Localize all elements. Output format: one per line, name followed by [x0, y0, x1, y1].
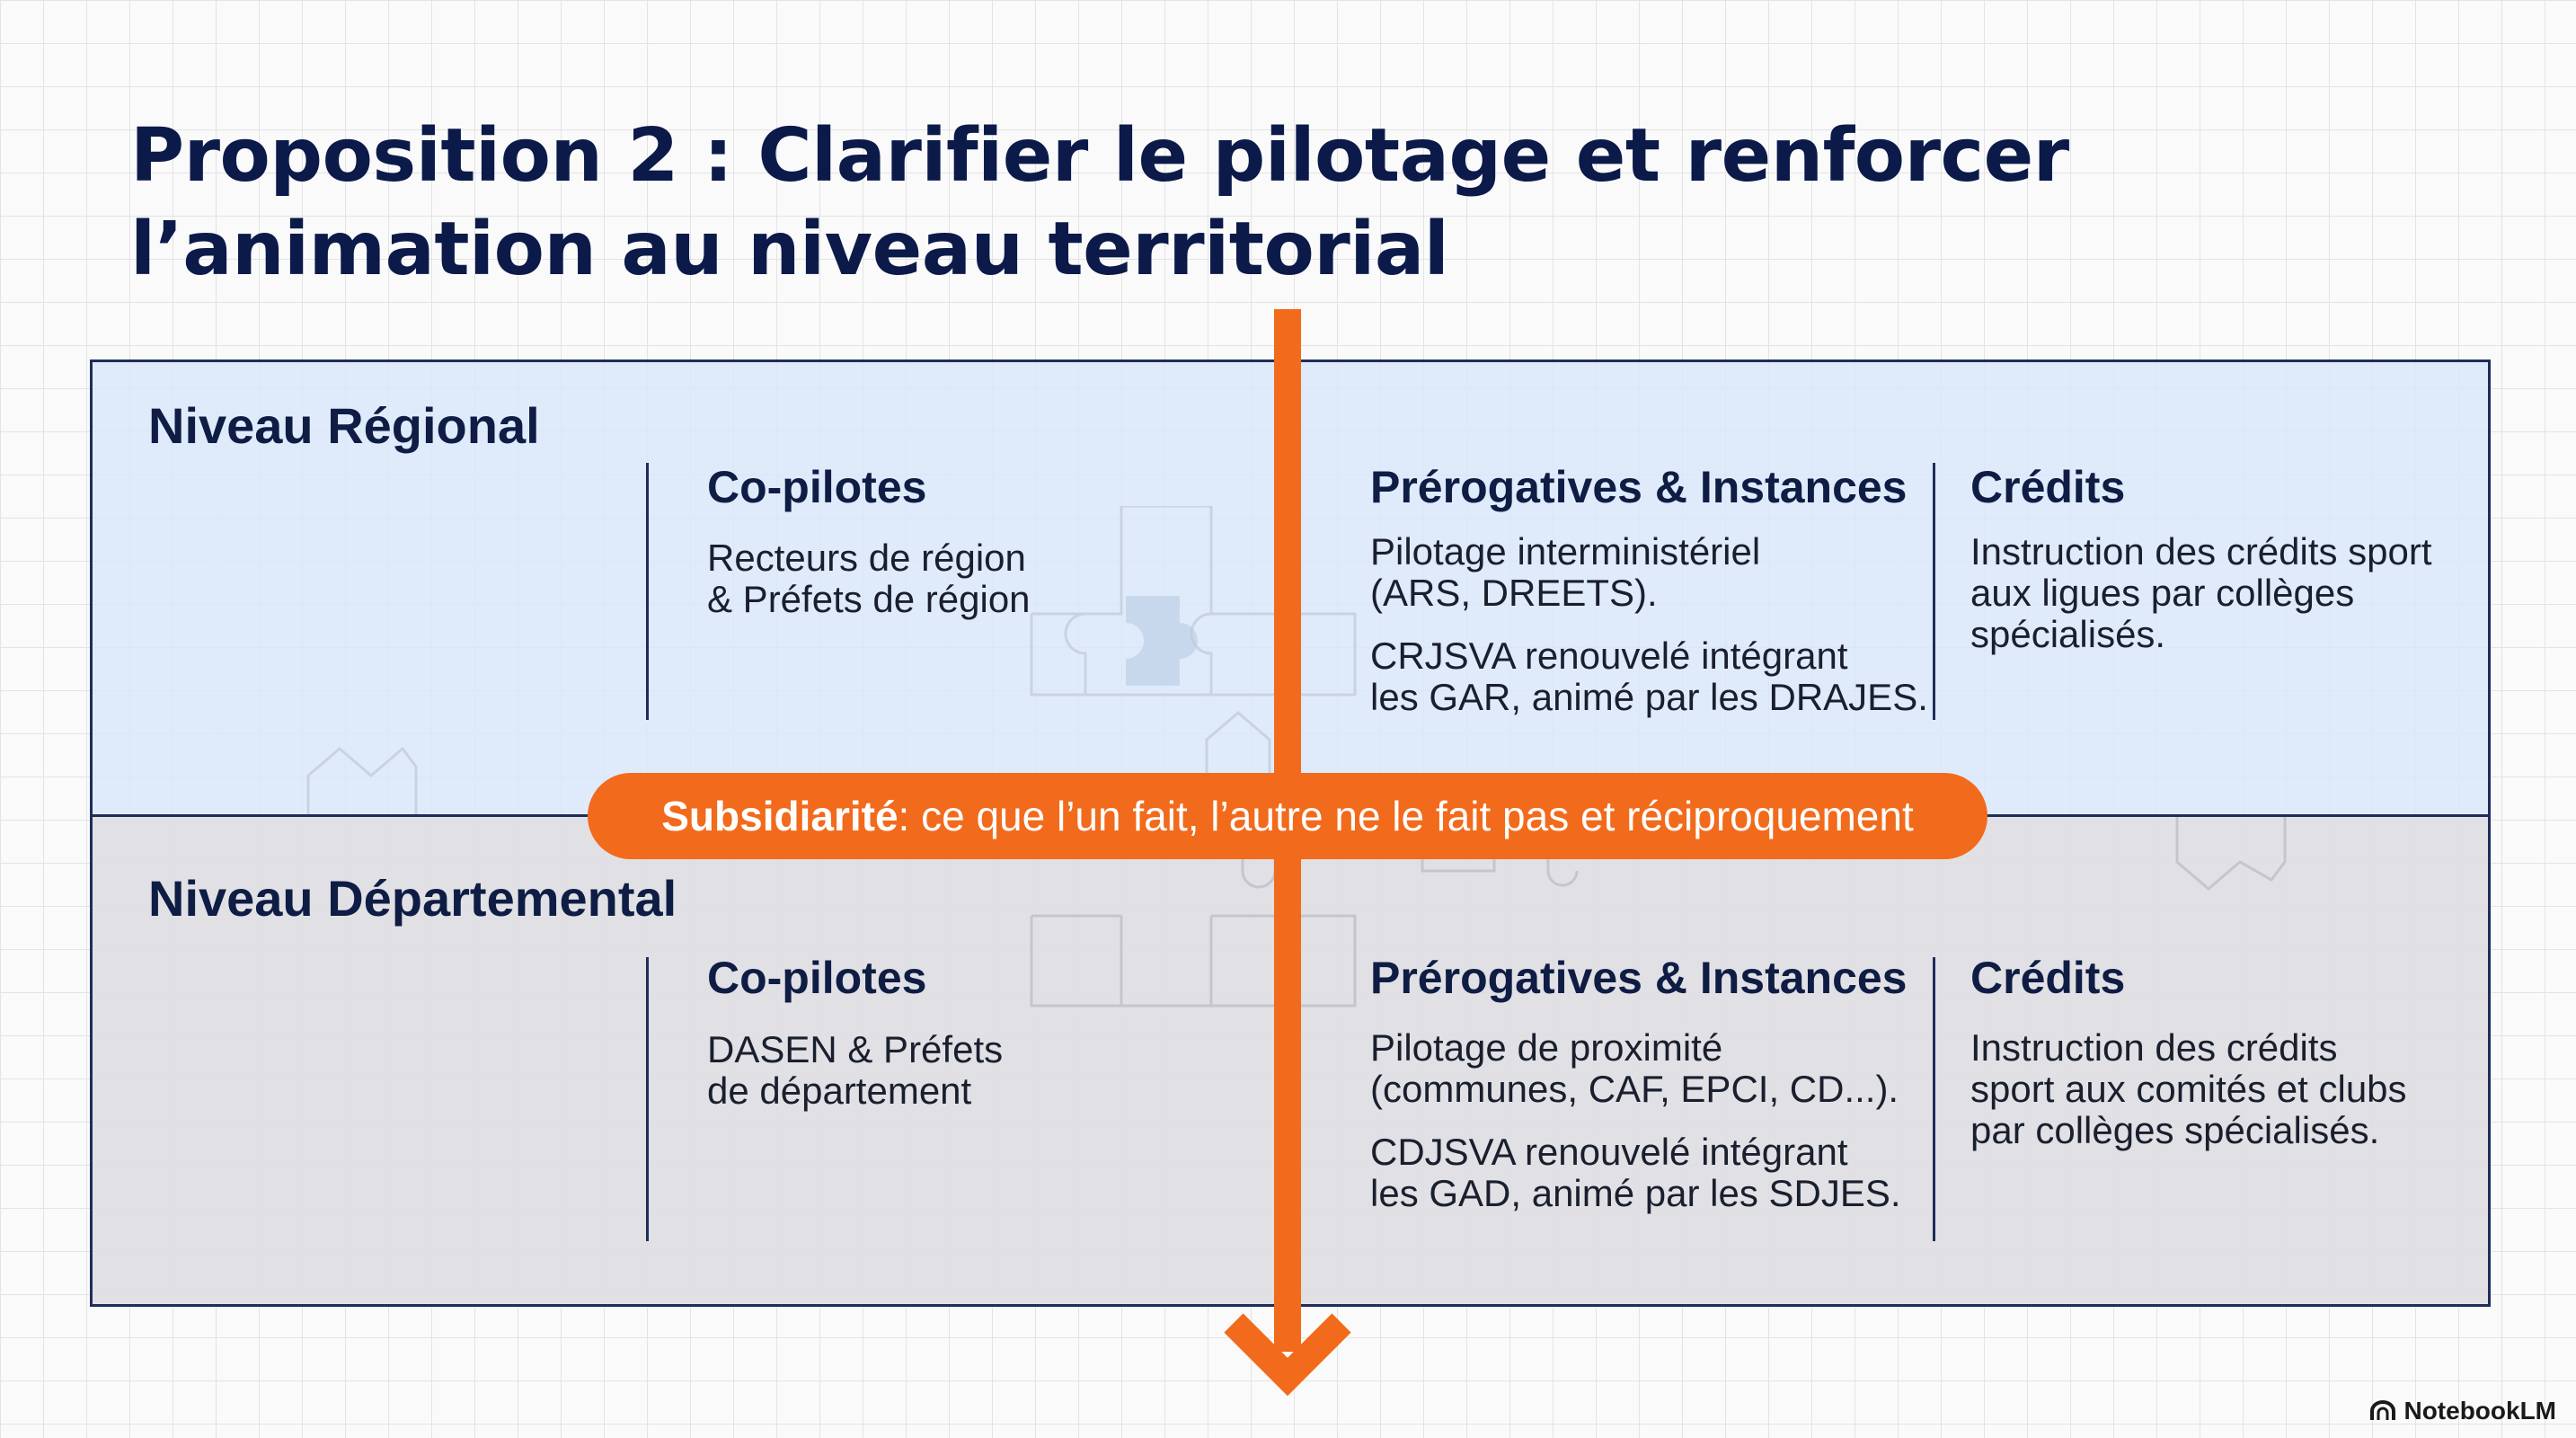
notebooklm-logo-icon: [2369, 1400, 2396, 1422]
regional-credits-line-3: spécialisés.: [1970, 614, 2432, 655]
departmental-prerogatives-heading: Prérogatives & Instances: [1370, 952, 1908, 1004]
departmental-prerog-p2-line-2: les GAD, animé par les SDJES.: [1370, 1172, 1901, 1214]
regional-credits-text: Instruction des crédits sport aux ligues…: [1970, 531, 2432, 655]
departmental-prerog-p1-line-1: Pilotage de proximité: [1370, 1026, 1722, 1069]
banner-keyword: Subsidiarité: [661, 792, 898, 840]
title-line-1: Proposition 2 : Clarifier le pilotage et…: [130, 110, 2377, 203]
departmental-copilotes-heading: Co-pilotes: [707, 952, 926, 1004]
regional-copilotes-line-2: & Préfets de région: [707, 579, 1031, 620]
divider-4: [1933, 957, 1935, 1241]
divider-2: [1933, 463, 1935, 720]
departmental-panel: Niveau Départemental Co-pilotes DASEN & …: [90, 814, 2491, 1307]
departmental-copilotes-line-1: DASEN & Préfets: [707, 1029, 1003, 1070]
regional-prerog-p1-line-2: (ARS, DREETS).: [1370, 572, 1658, 614]
departmental-prerogatives-text: Pilotage de proximité (communes, CAF, EP…: [1370, 1027, 1901, 1214]
regional-prerogatives-heading: Prérogatives & Instances: [1370, 461, 1908, 513]
departmental-credits-line-3: par collèges spécialisés.: [1970, 1110, 2407, 1151]
departmental-credits-line-2: sport aux comités et clubs: [1970, 1069, 2407, 1110]
regional-copilotes-text: Recteurs de région & Préfets de région: [707, 537, 1031, 620]
regional-panel: Niveau Régional Co-pilotes Recteurs de r…: [90, 360, 2491, 817]
departmental-credits-text: Instruction des crédits sport aux comité…: [1970, 1027, 2407, 1151]
regional-credits-heading: Crédits: [1970, 461, 2125, 513]
house-decoration-icon: [2168, 814, 2294, 898]
regional-copilotes-heading: Co-pilotes: [707, 461, 926, 513]
regional-credits-line-2: aux ligues par collèges: [1970, 573, 2432, 614]
regional-prerog-p2-line-1: CRJSVA renouvelé intégrant: [1370, 635, 1848, 677]
subsidiarity-banner: Subsidiarité : ce que l’un fait, l’autre…: [588, 773, 1987, 859]
departmental-copilotes-line-2: de département: [707, 1070, 1003, 1112]
departmental-level-title: Niveau Départemental: [148, 869, 677, 928]
divider-1: [646, 463, 649, 720]
departmental-credits-heading: Crédits: [1970, 952, 2125, 1004]
divider-3: [646, 957, 649, 1241]
banner-text: : ce que l’un fait, l’autre ne le fait p…: [899, 792, 1914, 840]
departmental-prerog-p2-line-1: CDJSVA renouvelé intégrant: [1370, 1131, 1848, 1173]
regional-prerog-p1-line-1: Pilotage interministériel: [1370, 530, 1760, 573]
departmental-credits-line-1: Instruction des crédits: [1970, 1027, 2407, 1069]
house-decoration-icon: [304, 740, 420, 817]
departmental-copilotes-text: DASEN & Préfets de département: [707, 1029, 1003, 1112]
regional-prerog-p2-line-2: les GAR, animé par les DRAJES.: [1370, 676, 1928, 718]
regional-level-title: Niveau Régional: [148, 396, 540, 455]
badge-label: NotebookLM: [2403, 1397, 2556, 1425]
departmental-prerog-p1-line-2: (communes, CAF, EPCI, CD...).: [1370, 1068, 1899, 1110]
regional-prerogatives-text: Pilotage interministériel (ARS, DREETS).…: [1370, 531, 1928, 718]
regional-credits-line-1: Instruction des crédits sport: [1970, 531, 2432, 573]
notebooklm-badge: NotebookLM: [2369, 1397, 2556, 1425]
regional-copilotes-line-1: Recteurs de région: [707, 537, 1031, 579]
title-line-2: l’animation au niveau territorial: [130, 203, 2377, 297]
page-title: Proposition 2 : Clarifier le pilotage et…: [130, 110, 2377, 297]
